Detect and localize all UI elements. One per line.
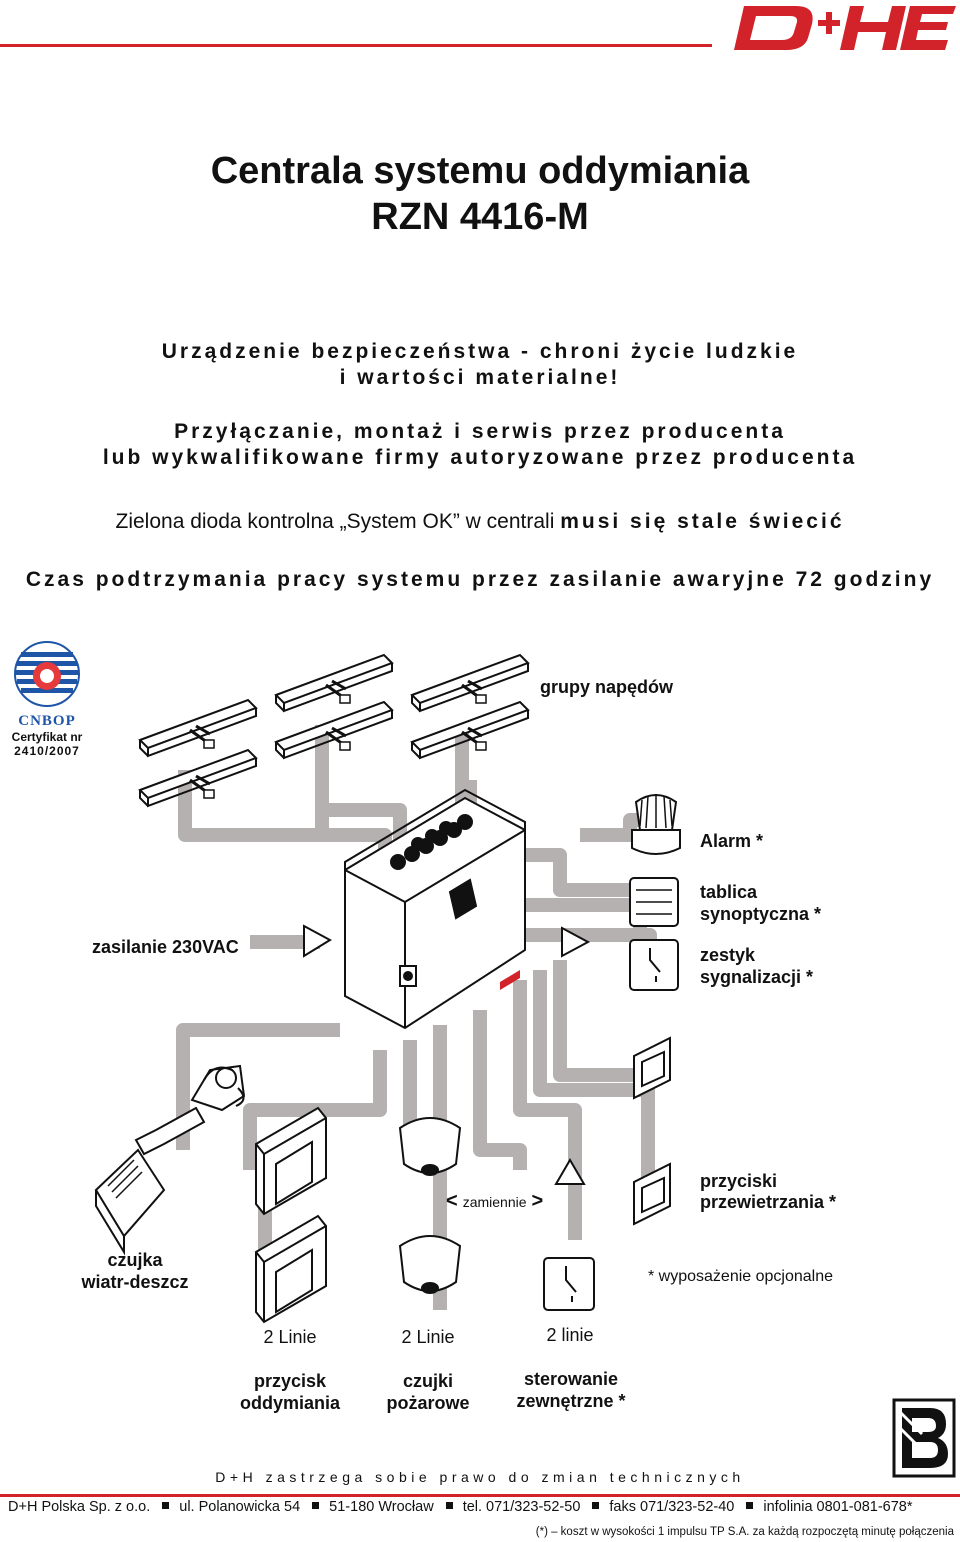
lines-detector-label: 2 Linie (401, 1327, 455, 1347)
interchange-right-bracket: > (531, 1190, 544, 1212)
signal-label-1: zestyk (700, 945, 756, 965)
footer-cost-note: (*) – koszt w wysokości 1 impulsu TP S.A… (535, 1526, 954, 1538)
backup-time: Czas podtrzymania pracy systemu przez za… (25, 568, 935, 591)
alarm-label: Alarm * (700, 831, 764, 851)
dh-logo (734, 6, 956, 50)
vent-label-2: przewietrzania * (700, 1192, 837, 1212)
technical-changes-note: D+H zastrzega sobie prawo do zmian techn… (215, 1469, 745, 1485)
model-title: RZN 4416-M (371, 196, 589, 238)
smoke-button-label-1: przycisk (253, 1371, 327, 1391)
safety-line-1: Urządzenie bezpieczeństwa - chroni życie… (161, 340, 799, 363)
interchange-label: < zamiennie > (446, 1190, 543, 1213)
external-label-1: sterowanie (523, 1369, 619, 1389)
certification-b-logo (892, 1398, 956, 1478)
bullet-square-icon (162, 1502, 170, 1509)
certificate-number: 2410/2007 (14, 744, 80, 758)
footer-info: infolinia 0801-081-678* (763, 1499, 913, 1515)
signal-label-2: sygnalizacji * (700, 967, 814, 987)
diode-normal-text: Zielona dioda kontrolna „System OK” w ce… (115, 510, 561, 533)
footer-company: D+H Polska Sp. z o.o. (8, 1499, 151, 1515)
detector-label-2: pożarowe (386, 1393, 470, 1413)
vent-label-1: przyciski (700, 1171, 778, 1191)
system-diagram (94, 653, 681, 1324)
diode-bold-text: musi się stale świecić (560, 510, 845, 533)
weather-label-2: wiatr-deszcz (81, 1272, 189, 1292)
cnbop-name: CNBOP (18, 713, 76, 729)
drives-label: grupy napędów (540, 677, 674, 697)
bullet-square-icon (445, 1502, 453, 1509)
footer-contact: D+H Polska Sp. z o.o. ul. Polanowicka 54 5… (8, 1499, 960, 1515)
weather-label-1: czujka (107, 1250, 163, 1270)
footer-tel: tel. 071/323-52-50 (462, 1499, 581, 1515)
interchange-left-bracket: < (446, 1190, 458, 1212)
footer-red-line (0, 1494, 960, 1497)
smoke-button-label-2: oddymiania (239, 1393, 341, 1413)
bullet-square-icon (592, 1502, 600, 1509)
bullet-square-icon (746, 1502, 754, 1509)
synoptic-label-2: synoptyczna * (700, 904, 822, 924)
service-line-1: Przyłączanie, montaż i serwis przez prod… (174, 420, 786, 443)
footer-city: 51-180 Wrocław (329, 1499, 434, 1515)
optional-note: * wyposażenie opcjonalne (648, 1268, 834, 1285)
central-unit (344, 788, 526, 1030)
safety-line-2: i wartości materialne! (339, 366, 621, 389)
synoptic-label-1: tablica (700, 882, 758, 902)
lines-external-label: 2 linie (546, 1325, 594, 1345)
power-label: zasilanie 230VAC (92, 937, 239, 957)
cnbop-certificate: CNBOP Certyfikat nr 2410/2007 (6, 640, 88, 758)
interchange-text: zamiennie (462, 1194, 527, 1210)
footer-street: ul. Polanowicka 54 (179, 1499, 301, 1515)
certificate-label: Certyfikat nr (11, 730, 83, 744)
diode-sentence: Zielona dioda kontrolna „System OK” w ce… (0, 510, 960, 534)
lines-button-label: 2 Linie (263, 1327, 317, 1347)
bullet-square-icon (312, 1502, 320, 1509)
cnbop-logo-icon (14, 641, 80, 707)
footer-fax: faks 071/323-52-40 (609, 1499, 735, 1515)
main-title: Centrala systemu oddymiania (210, 150, 750, 192)
header-red-line (0, 44, 712, 47)
external-label-2: zewnętrzne * (516, 1391, 626, 1411)
detector-label-1: czujki (402, 1371, 454, 1391)
service-line-2: lub wykwalifikowane firmy autoryzowane p… (102, 446, 858, 469)
